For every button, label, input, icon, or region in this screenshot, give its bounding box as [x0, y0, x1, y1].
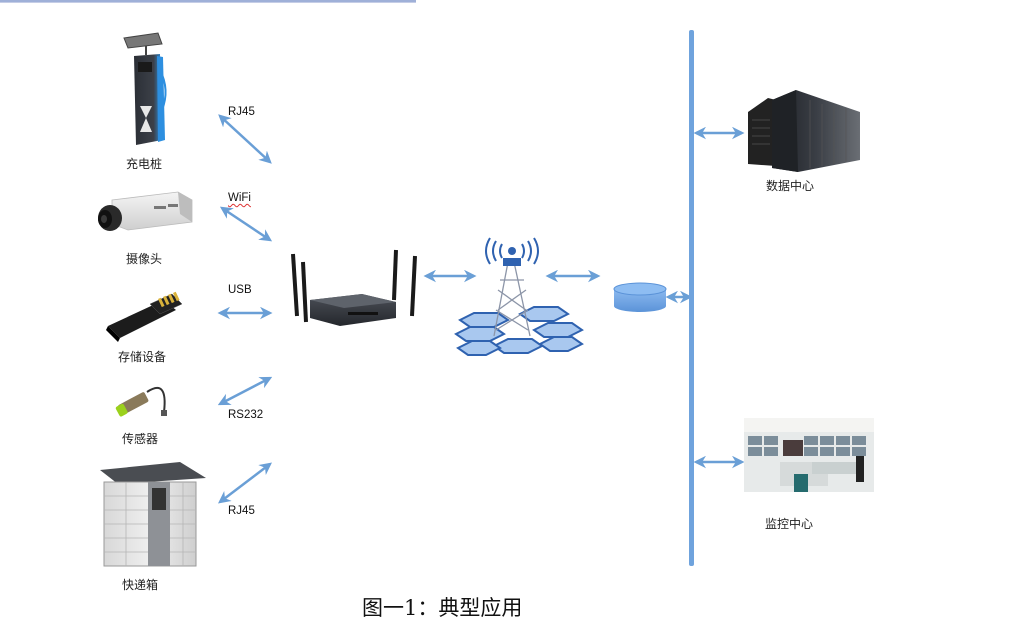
4g-router-icon [291, 249, 417, 326]
protocol-label-rs232: RS232 [228, 409, 264, 421]
sensor-icon [115, 387, 167, 417]
ev-charger-icon [123, 32, 167, 145]
link-arrow-parcel-locker [218, 462, 272, 504]
network-bus-line [689, 30, 694, 566]
device-label-sensor: 传感器 [122, 432, 159, 446]
parcel-locker-icon [100, 462, 206, 567]
server-rack-icon [748, 90, 860, 172]
device-label-storage: 存储设备 [118, 350, 167, 364]
monitoring-room-icon [744, 418, 874, 492]
usb-drive-icon [106, 291, 183, 342]
link-arrow-camera [219, 206, 273, 242]
device-label-camera: 摄像头 [126, 252, 163, 266]
database-cylinder-icon [613, 282, 667, 312]
protocol-label-rj45-top: RJ45 [228, 106, 255, 118]
top-border-line [0, 0, 416, 3]
protocol-label-usb: USB [228, 284, 252, 296]
device-label-charging-pile: 充电桩 [126, 157, 163, 171]
link-arrow-sensor [217, 376, 273, 406]
device-label-parcel-locker: 快递箱 [122, 578, 159, 592]
link-arrow-charging-pile [218, 114, 272, 164]
protocol-label-wifi: WiFi [228, 192, 251, 204]
protocol-label-rj45-bottom: RJ45 [228, 505, 255, 517]
endpoint-label-data-center: 数据中心 [766, 179, 815, 193]
figure-caption: 图一1：典型应用 [362, 596, 523, 620]
cell-tower-icon [454, 237, 584, 356]
camera-icon [98, 191, 193, 231]
endpoint-label-monitor-center: 监控中心 [765, 517, 814, 531]
